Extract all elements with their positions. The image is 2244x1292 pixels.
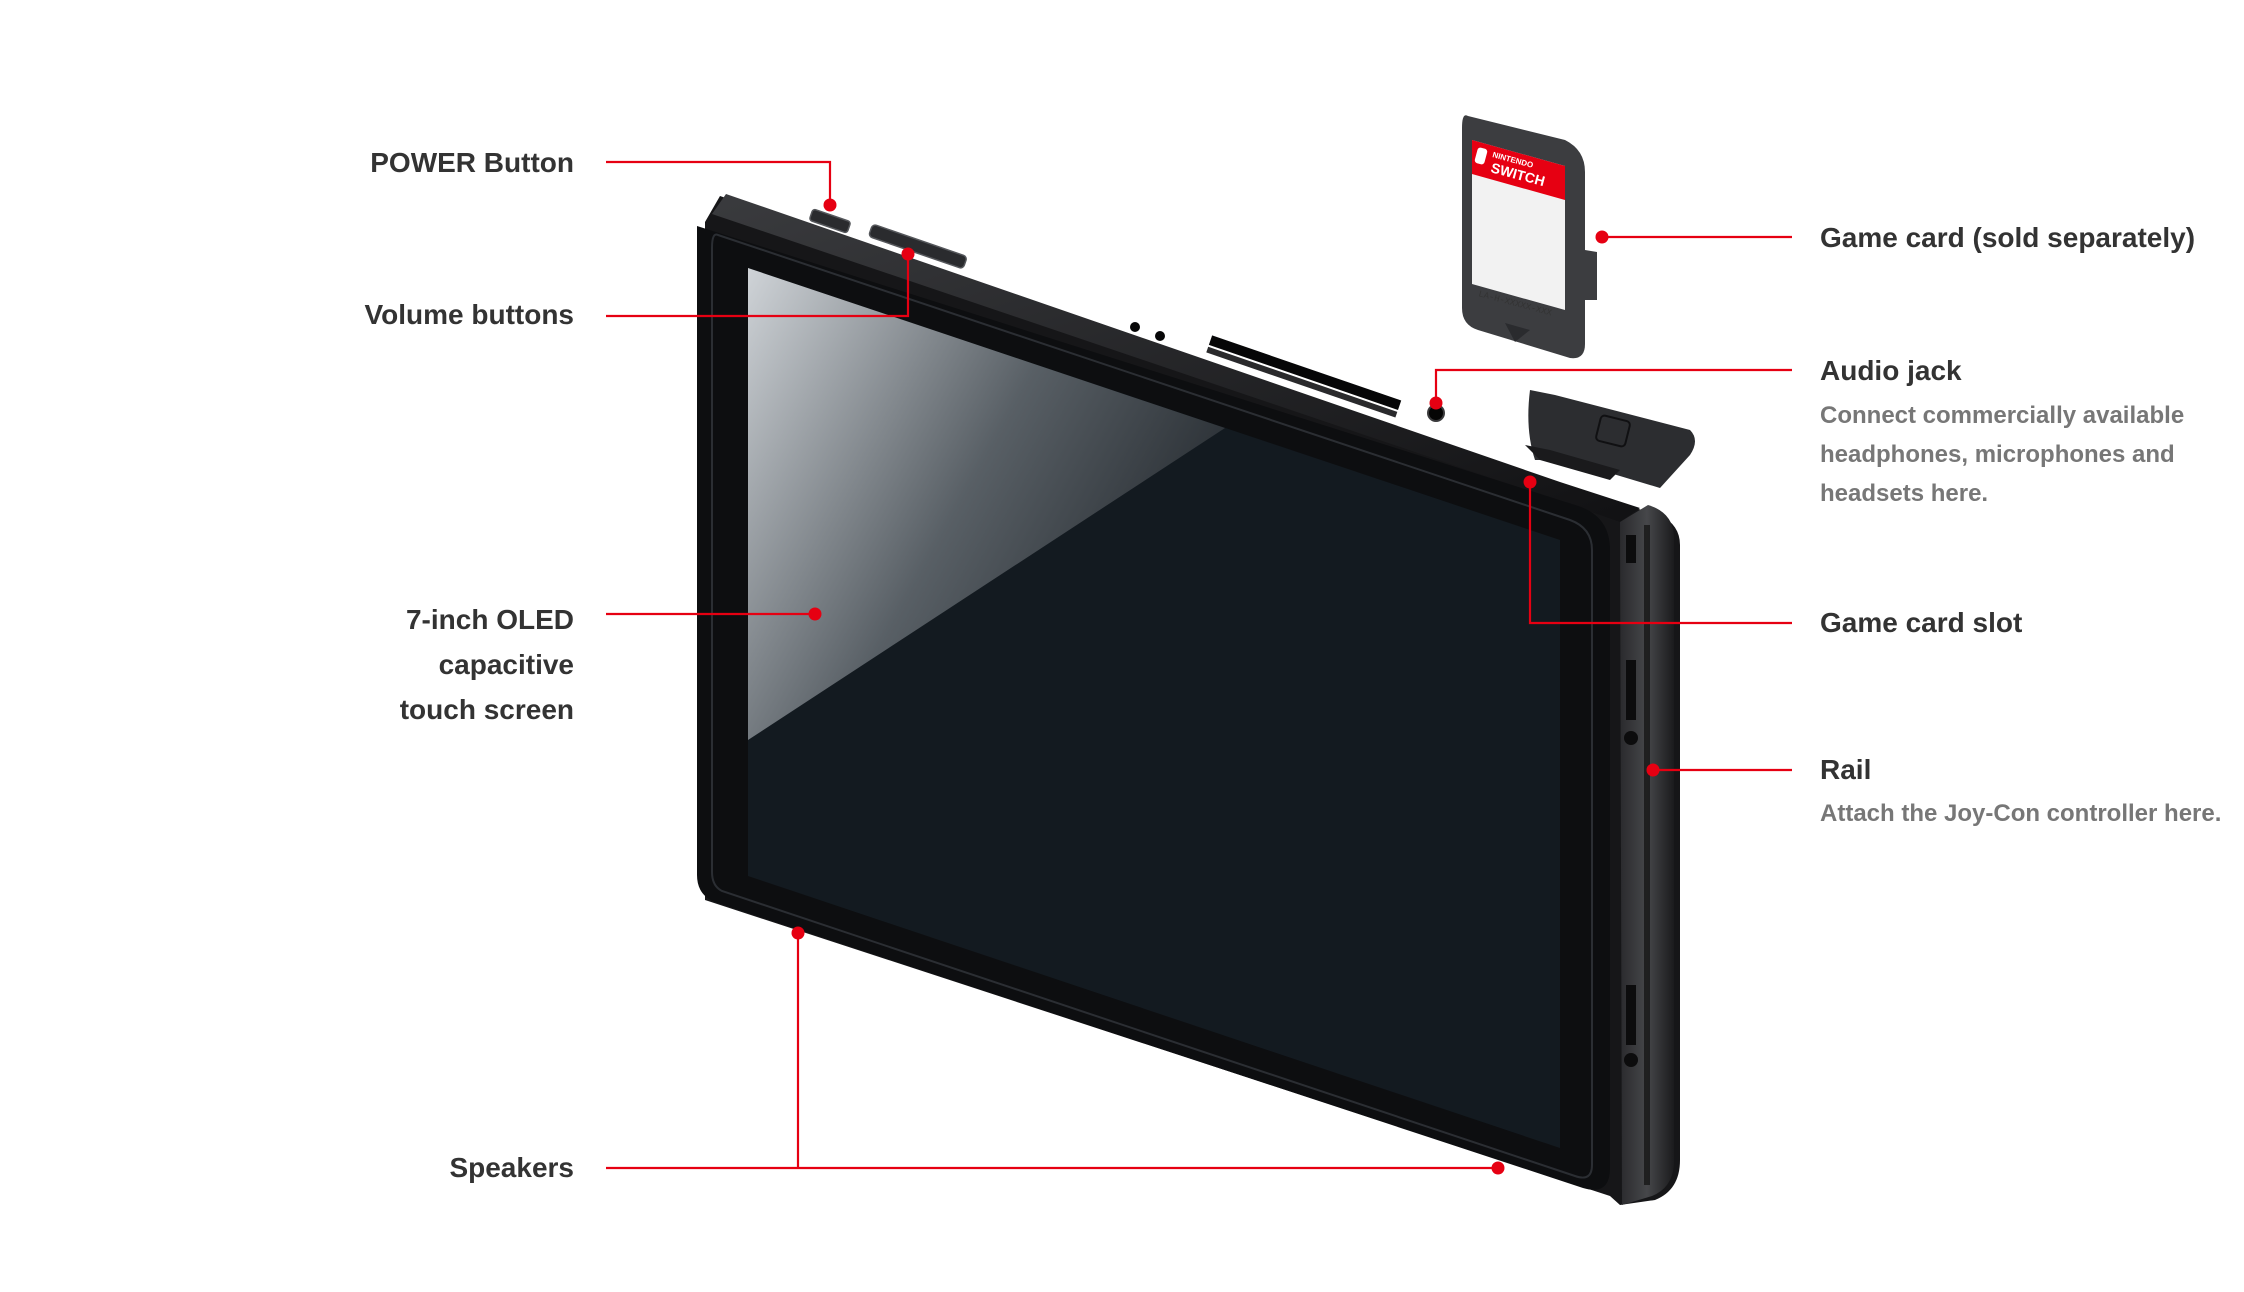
dot-power — [823, 198, 837, 212]
rail-detail-4 — [1626, 985, 1636, 1045]
label-touch-screen-line-1: 7-inch OLED — [405, 604, 574, 635]
label-power-button: POWER Button — [370, 147, 574, 178]
screen-glare — [748, 268, 1225, 740]
line-game-card-slot — [1528, 482, 1792, 625]
line-volume — [606, 254, 910, 318]
game-card-logo-icon — [1474, 147, 1488, 165]
line-audio-jack — [1434, 368, 1792, 403]
audio-jack-description-line-1: Connect commercially available — [1820, 402, 2185, 429]
label-rail: Rail — [1820, 754, 1872, 785]
dot-rail — [1646, 763, 1660, 777]
slot-flap-label — [1595, 414, 1631, 448]
callout-dots — [791, 198, 1660, 1175]
label-touch-screen-line-3: touch screen — [399, 694, 574, 725]
rail-detail-6 — [1644, 525, 1650, 1185]
vent — [1206, 335, 1402, 418]
game-card-arrow-icon — [1505, 323, 1530, 342]
rail-detail-5 — [1624, 1053, 1638, 1067]
label-game-card: Game card (sold separately) — [1820, 222, 2196, 253]
volume-button-shape — [868, 224, 967, 269]
dot-volume — [901, 247, 915, 261]
game-card-red-band — [1472, 140, 1565, 200]
slot-flap — [1528, 390, 1695, 488]
top-hole-2 — [1155, 331, 1165, 341]
dot-game-card — [1595, 230, 1609, 244]
top-edge — [712, 194, 1640, 522]
top-hole-1 — [1130, 322, 1140, 332]
audio-jack-description-line-3: headsets here. — [1820, 480, 1989, 507]
rail-description-line: Attach the Joy-Con controller here. — [1820, 800, 2222, 827]
rail-detail-1 — [1626, 535, 1636, 563]
rail-detail-2 — [1626, 660, 1636, 720]
dot-screen — [808, 607, 822, 621]
label-audio-jack: Audio jack — [1820, 355, 1962, 386]
dot-audio-jack — [1429, 396, 1443, 410]
slot-flap-hinge — [1525, 445, 1620, 480]
dot-speakers-left — [791, 926, 805, 940]
line-power — [606, 160, 832, 205]
callout-lines — [606, 160, 1792, 1170]
label-touch-screen-line-2: capacitive — [438, 649, 574, 680]
label-game-card-slot: Game card slot — [1820, 607, 2023, 638]
label-volume-buttons: Volume buttons — [364, 299, 574, 330]
power-button-shape — [809, 208, 851, 234]
rail-description: Attach the Joy-Con controller here. — [1820, 794, 2221, 833]
audio-jack-description: Connect commercially available headphone… — [1820, 396, 2184, 513]
rail-detail-3 — [1624, 731, 1638, 745]
label-speakers: Speakers — [449, 1152, 574, 1183]
label-touch-screen: 7-inch OLED capacitive touch screen — [400, 597, 574, 732]
dot-game-card-slot — [1523, 475, 1537, 489]
audio-jack-description-line-2: headphones, microphones and — [1820, 441, 2175, 468]
bezel-frame — [711, 233, 1593, 1179]
dot-speakers-right — [1491, 1161, 1505, 1175]
